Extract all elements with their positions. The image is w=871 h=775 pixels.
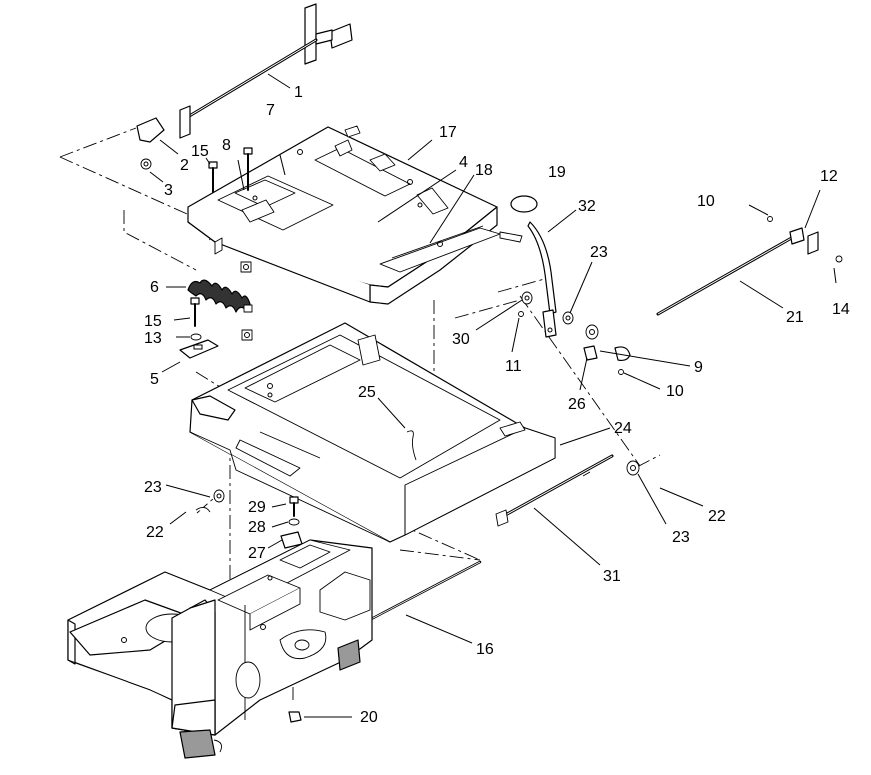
part-frame bbox=[67, 539, 373, 759]
callout-10-upper: 10 bbox=[697, 193, 715, 210]
callout-18: 18 bbox=[475, 162, 493, 179]
callout-22-left: 22 bbox=[146, 524, 164, 541]
callout-27: 27 bbox=[248, 545, 266, 562]
callout-20: 20 bbox=[360, 709, 378, 726]
part-rod-1 bbox=[136, 3, 353, 170]
callout-7: 7 bbox=[266, 102, 275, 119]
callout-10-lower: 10 bbox=[666, 383, 684, 400]
part-rod-21 bbox=[656, 216, 843, 316]
callout-28: 28 bbox=[248, 519, 266, 536]
part-rod-16 bbox=[354, 560, 482, 629]
part-seat-plate-7 bbox=[187, 125, 523, 305]
callout-21: 21 bbox=[786, 309, 804, 326]
pin-clip-left bbox=[195, 489, 225, 513]
callout-24: 24 bbox=[614, 420, 632, 437]
part-rod-31 bbox=[495, 454, 640, 527]
parts-left-fasteners bbox=[179, 297, 219, 359]
callout-19: 19 bbox=[548, 164, 566, 181]
callout-8: 8 bbox=[222, 137, 231, 154]
callout-15-lower: 15 bbox=[144, 313, 162, 330]
callout-26: 26 bbox=[568, 396, 586, 413]
callout-23-right: 23 bbox=[672, 529, 690, 546]
part-seat-tray-24 bbox=[189, 322, 556, 543]
callout-labels: 1 2 3 15 8 7 17 4 18 19 32 12 10 23 21 1… bbox=[144, 84, 850, 726]
callout-14: 14 bbox=[832, 301, 850, 318]
callout-5: 5 bbox=[150, 371, 159, 388]
callout-30: 30 bbox=[452, 331, 470, 348]
callout-31: 31 bbox=[603, 568, 621, 585]
bolts-upper bbox=[208, 147, 253, 273]
callout-25: 25 bbox=[358, 384, 376, 401]
callout-9: 9 bbox=[694, 359, 703, 376]
part-spring-6 bbox=[187, 279, 253, 341]
callout-15-upper: 15 bbox=[191, 143, 209, 160]
callout-23-upper: 23 bbox=[590, 244, 608, 261]
callout-6: 6 bbox=[150, 279, 159, 296]
callout-22-right: 22 bbox=[708, 508, 726, 525]
callout-13: 13 bbox=[144, 330, 162, 347]
callout-16: 16 bbox=[476, 641, 494, 658]
leader-lines bbox=[149, 73, 837, 718]
callout-11: 11 bbox=[505, 358, 522, 375]
callout-23-left: 23 bbox=[144, 479, 162, 496]
callout-29: 29 bbox=[248, 499, 266, 516]
callout-2: 2 bbox=[180, 157, 189, 174]
callout-1: 1 bbox=[294, 84, 303, 101]
callout-4: 4 bbox=[459, 154, 468, 171]
callout-17: 17 bbox=[439, 124, 457, 141]
bracket-fasteners-27 bbox=[280, 496, 303, 549]
callout-12: 12 bbox=[820, 168, 838, 185]
callout-3: 3 bbox=[164, 182, 173, 199]
part-lever-32 bbox=[510, 195, 557, 338]
callout-32: 32 bbox=[578, 198, 596, 215]
nut-20 bbox=[288, 711, 302, 723]
hardware-right bbox=[518, 291, 631, 375]
